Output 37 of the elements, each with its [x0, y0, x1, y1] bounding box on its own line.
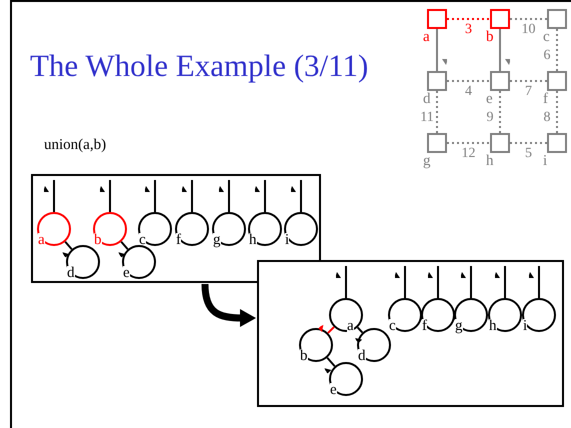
node-label: g	[213, 233, 220, 248]
connector-line	[556, 91, 558, 133]
connector-line	[499, 91, 501, 133]
slide-title: The Whole Example (3/11)	[30, 48, 368, 84]
connector-line	[335, 266, 347, 298]
connector-line	[254, 180, 266, 212]
panel-box	[257, 260, 564, 407]
connector-line	[427, 266, 439, 298]
node-label: g	[455, 319, 462, 334]
connector-line	[460, 266, 472, 298]
connector-line	[556, 29, 558, 71]
connector-line	[510, 18, 547, 20]
connector-line	[447, 80, 490, 82]
connector-line	[447, 142, 490, 144]
connector-line	[499, 29, 511, 71]
connector-line	[510, 142, 547, 144]
connector-line	[118, 241, 129, 258]
connector-line	[62, 241, 73, 258]
connector-line	[447, 18, 490, 20]
connector-line	[394, 266, 406, 298]
connector-line	[181, 180, 193, 212]
connector-line	[355, 326, 364, 344]
connector-line	[99, 180, 111, 212]
connector-line	[494, 266, 506, 298]
operation-label: union(a,b)	[44, 137, 106, 154]
node-label: g	[423, 154, 430, 169]
connector-line	[528, 266, 540, 298]
connector-line	[318, 324, 335, 334]
connector-line	[144, 180, 156, 212]
panel-box	[31, 174, 321, 283]
connector-line	[324, 357, 336, 374]
connector-line	[43, 180, 55, 212]
connector-line	[436, 91, 438, 133]
connector-line	[218, 180, 230, 212]
connector-line	[290, 180, 302, 212]
connector-line	[436, 29, 448, 71]
connector-line	[510, 80, 547, 82]
